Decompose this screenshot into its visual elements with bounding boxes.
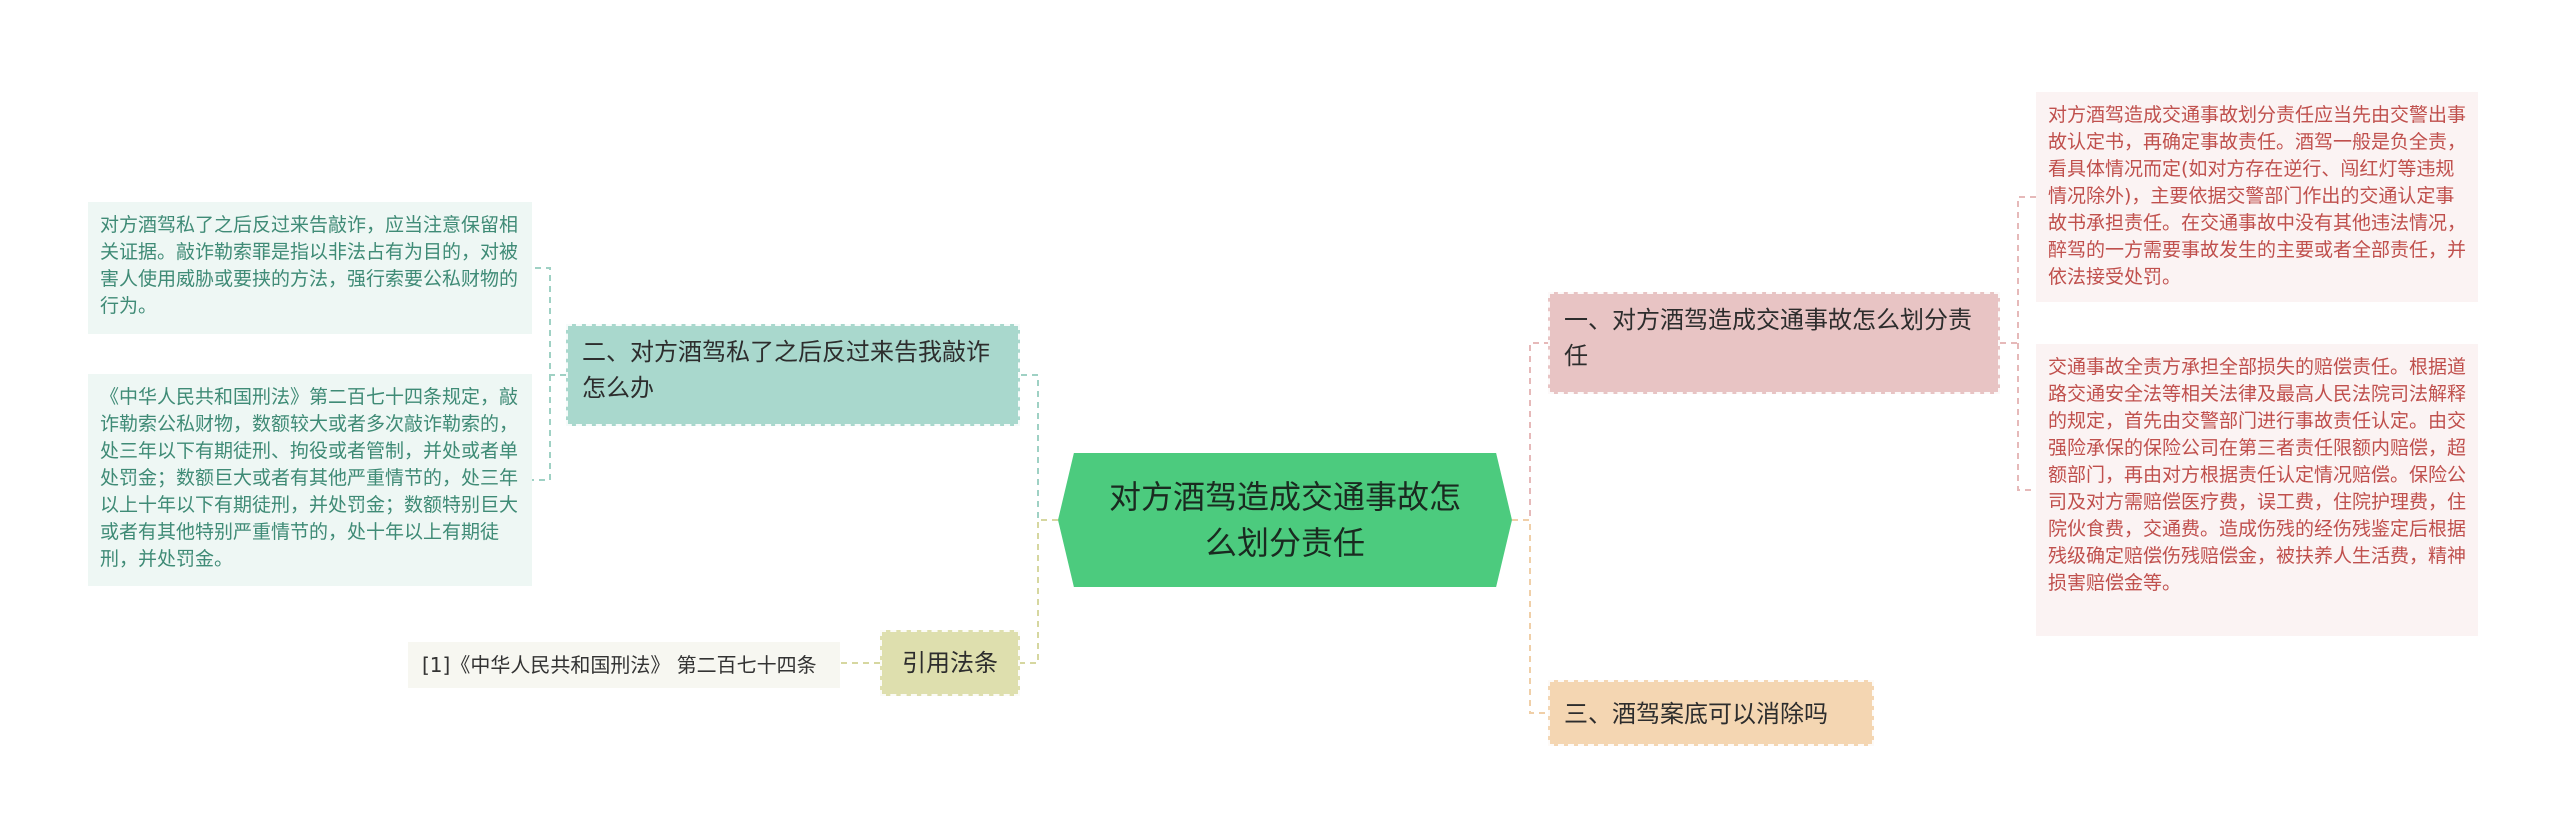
leaf-extortion-evidence: 对方酒驾私了之后反过来告敲诈，应当注意保留相关证据。敲诈勒索罪是指以非法占有为目… [88, 202, 532, 334]
branch-responsibility[interactable]: 一、对方酒驾造成交通事故怎么划分责任 [1548, 292, 2000, 394]
connector-root-b4 [1020, 519, 1058, 664]
leaf-responsibility-detail: 对方酒驾造成交通事故划分责任应当先由交警出事故认定书，再确定事故责任。酒驾一般是… [2036, 92, 2478, 302]
branch-extortion[interactable]: 二、对方酒驾私了之后反过来告我敲诈怎么办 [566, 324, 1020, 426]
leaf-cited-law-reference: [1]《中华人民共和国刑法》 第二百七十四条 [408, 642, 840, 688]
connector-root-b2 [1512, 519, 1548, 714]
leaf-criminal-law-article: 《中华人民共和国刑法》第二百七十四条规定，敲诈勒索公私财物，数额较大或者多次敲诈… [88, 374, 532, 586]
branch-extortion-label: 二、对方酒驾私了之后反过来告我敲诈怎么办 [582, 338, 990, 402]
leaf-compensation-detail: 交通事故全责方承担全部损失的赔偿责任。根据道路交通安全法等相关法律及最高人民法院… [2036, 344, 2478, 636]
branch-responsibility-label: 一、对方酒驾造成交通事故怎么划分责任 [1564, 306, 1972, 370]
branch-cited-law[interactable]: 引用法条 [880, 630, 1020, 696]
branch-record-removal-label: 三、酒驾案底可以消除吗 [1564, 700, 1828, 728]
connector-b1-leaves [2000, 196, 2036, 491]
branch-record-removal[interactable]: 三、酒驾案底可以消除吗 [1548, 680, 1874, 746]
connector-root-b3 [1020, 374, 1058, 521]
root-topic-label: 对方酒驾造成交通事故怎么划分责任 [1108, 478, 1461, 562]
root-topic[interactable]: 对方酒驾造成交通事故怎么划分责任 [1058, 453, 1512, 587]
connector-b3-leaves [532, 267, 566, 481]
branch-cited-law-label: 引用法条 [902, 649, 998, 677]
connector-root-b1 [1512, 342, 1548, 521]
